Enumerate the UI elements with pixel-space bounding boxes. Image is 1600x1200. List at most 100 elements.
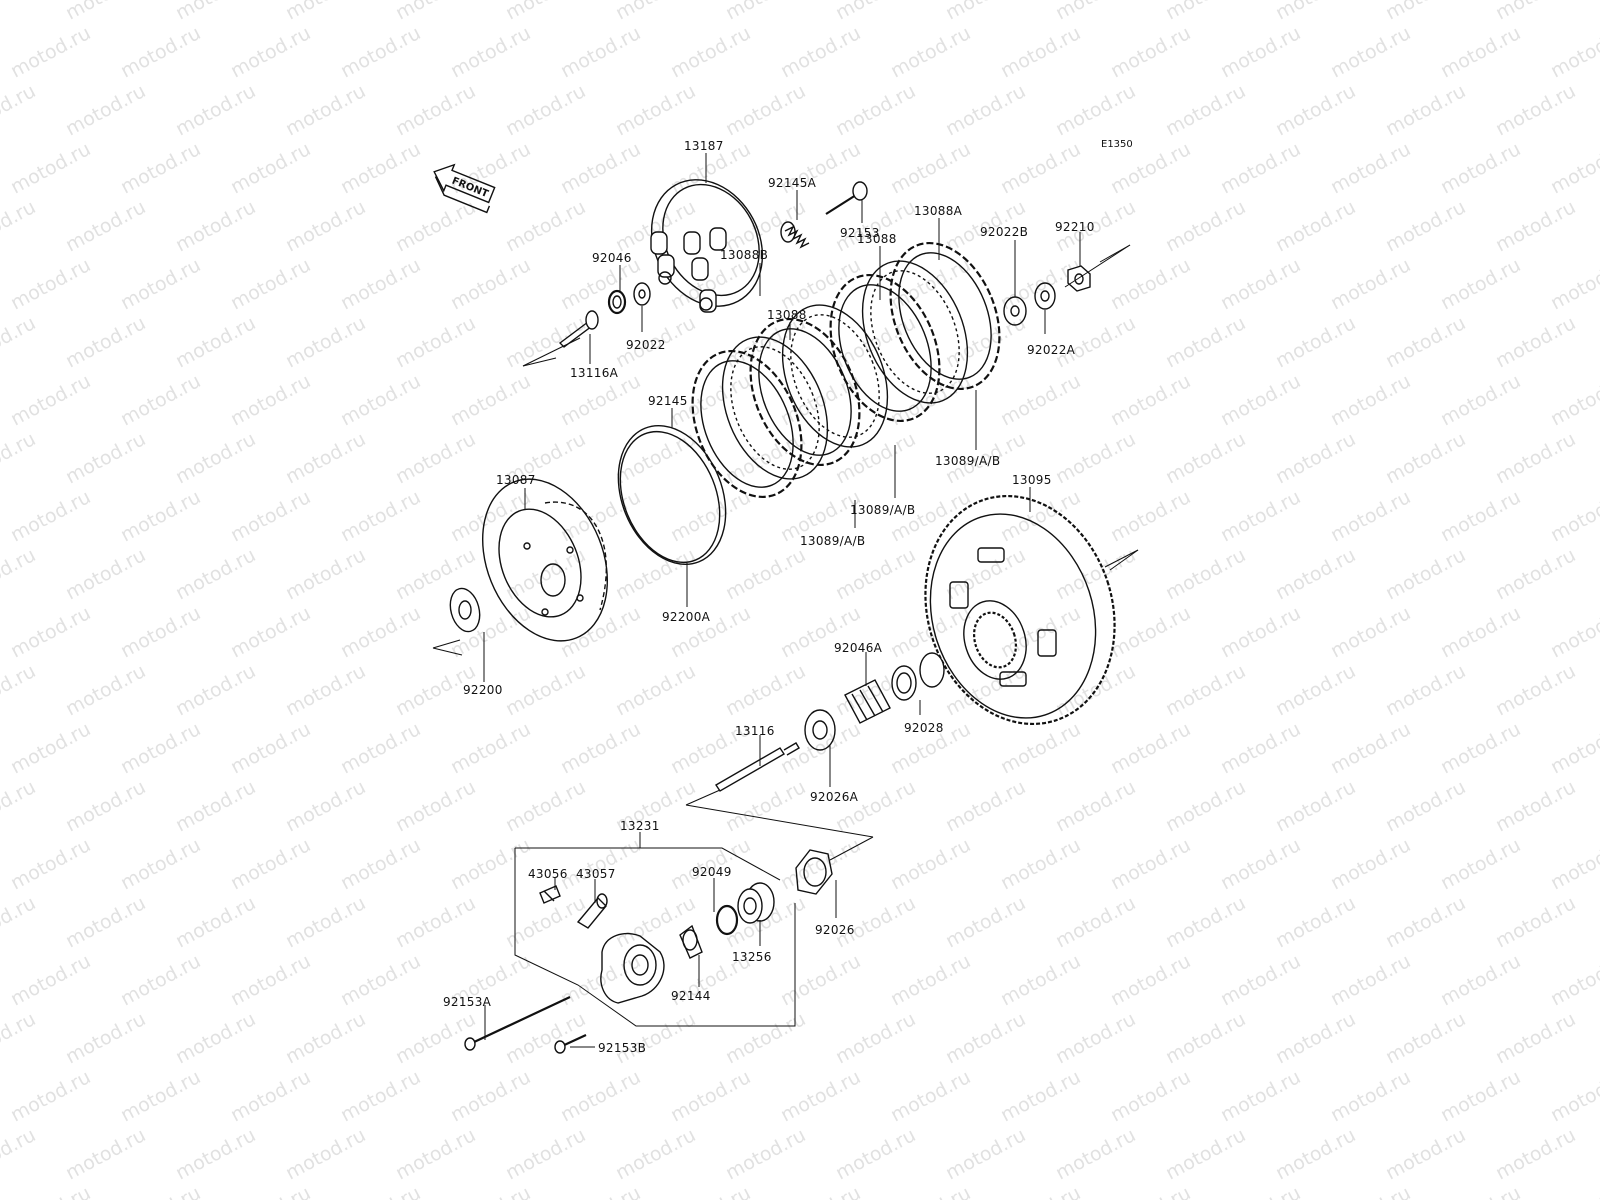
watermark-text: motod.ru: [227, 138, 314, 198]
label-13187: 13187: [684, 139, 724, 153]
watermark-text: motod.ru: [227, 254, 314, 314]
watermark-text: motod.ru: [7, 950, 94, 1010]
label-13231: 13231: [620, 819, 660, 833]
watermark-text: motod.ru: [1217, 718, 1304, 778]
watermark-text: motod.ru: [392, 892, 479, 952]
part-13116-pushrod: [715, 742, 800, 792]
watermark-text: motod.ru: [997, 834, 1084, 894]
watermark-text: motod.ru: [172, 660, 259, 720]
watermark-text: motod.ru: [1327, 486, 1414, 546]
part-13116A-pushrod: [558, 310, 599, 348]
watermark-text: motod.ru: [1272, 892, 1359, 952]
watermark-text: motod.ru: [172, 0, 259, 24]
watermark-text: motod.ru: [1162, 776, 1249, 836]
watermark-text: motod.ru: [447, 1066, 534, 1126]
watermark-text: motod.ru: [722, 776, 809, 836]
watermark-text: motod.ru: [1107, 254, 1194, 314]
watermark-text: motod.ru: [282, 196, 369, 256]
watermark-text: motod.ru: [1382, 196, 1469, 256]
watermark-text: motod.ru: [722, 0, 809, 24]
watermark-text: motod.ru: [1272, 0, 1359, 24]
watermark-text: motod.ru: [1052, 80, 1139, 140]
part-92022A-washer: [1034, 282, 1056, 310]
watermark-text: motod.ru: [117, 22, 204, 82]
label-13089-right: 13089/A/B: [935, 454, 1000, 468]
watermark-text: motod.ru: [282, 0, 369, 24]
watermark-text: motod.ru: [1547, 834, 1600, 894]
part-92026-gasket: [795, 849, 833, 895]
watermark-text: motod.ru: [1382, 428, 1469, 488]
watermark-text: motod.ru: [227, 834, 314, 894]
watermark-text: motod.ru: [172, 1124, 259, 1184]
watermark-text: motod.ru: [557, 834, 644, 894]
watermark-text: motod.ru: [447, 718, 534, 778]
watermark-text: motod.ru: [1217, 22, 1304, 82]
watermark-text: motod.ru: [1547, 602, 1600, 662]
watermark-text: motod.ru: [1327, 950, 1414, 1010]
watermark-text: motod.ru: [1052, 1124, 1139, 1184]
watermark-text: motod.ru: [447, 254, 534, 314]
watermark-text: motod.ru: [282, 544, 369, 604]
watermark-text: motod.ru: [887, 950, 974, 1010]
watermark-text: motod.ru: [1327, 834, 1414, 894]
watermark-text: motod.ru: [502, 312, 589, 372]
part-13087-clutch-hub: [481, 478, 609, 642]
watermark-text: motod.ru: [1382, 892, 1469, 952]
watermark-text: motod.ru: [117, 602, 204, 662]
watermark-text: motod.ru: [337, 1182, 424, 1200]
part-92153-bolt: [825, 181, 868, 215]
watermark-text: motod.ru: [1437, 138, 1524, 198]
label-92028: 92028: [904, 721, 944, 735]
part-92046A-needle-bearing: [844, 679, 891, 724]
watermark-text: motod.ru: [1052, 544, 1139, 604]
part-13089-steel-plate-1: [861, 260, 969, 404]
part-13187-pressure-plate: [650, 179, 764, 313]
watermark-text: motod.ru: [7, 254, 94, 314]
label-13116A: 13116A: [570, 366, 619, 380]
watermark-text: motod.ru: [337, 370, 424, 430]
watermark-text: motod.ru: [447, 370, 534, 430]
watermark-text: motod.ru: [392, 312, 479, 372]
label-43057: 43057: [576, 867, 616, 881]
watermark-text: motod.ru: [62, 1124, 149, 1184]
watermark-text: motod.ru: [0, 660, 39, 720]
watermark-text: motod.ru: [1492, 776, 1579, 836]
watermark-text: motod.ru: [612, 0, 699, 24]
watermark-text: motod.ru: [557, 138, 644, 198]
watermark-text: motod.ru: [282, 80, 369, 140]
watermark-text: motod.ru: [392, 776, 479, 836]
watermark-text: motod.ru: [7, 486, 94, 546]
watermark-text: motod.ru: [777, 718, 864, 778]
watermark-text: motod.ru: [7, 718, 94, 778]
watermark-text: motod.ru: [1217, 1182, 1304, 1200]
watermark-text: motod.ru: [1162, 80, 1249, 140]
watermark-text: motod.ru: [557, 1066, 644, 1126]
watermark-text: motod.ru: [392, 544, 479, 604]
watermark-text: motod.ru: [1437, 254, 1524, 314]
watermark-text: motod.ru: [117, 370, 204, 430]
label-92046A: 92046A: [834, 641, 883, 655]
watermark-text: motod.ru: [282, 892, 369, 952]
watermark-text: motod.ru: [1272, 80, 1359, 140]
watermark-text: motod.ru: [1107, 486, 1194, 546]
watermark-text: motod.ru: [1272, 544, 1359, 604]
watermark-text: motod.ru: [1217, 138, 1304, 198]
label-92153B: 92153B: [598, 1041, 646, 1055]
label-13088A: 13088A: [914, 204, 963, 218]
label-13088B: 13088B: [720, 248, 768, 262]
label-92210: 92210: [1055, 220, 1095, 234]
watermark-text: motod.ru: [1492, 428, 1579, 488]
watermark-text: motod.ru: [1492, 196, 1579, 256]
watermark-text: motod.ru: [557, 602, 644, 662]
watermark-text: motod.ru: [942, 892, 1029, 952]
watermark-text: motod.ru: [447, 834, 534, 894]
watermark-text: motod.ru: [1327, 602, 1414, 662]
watermark-text: motod.ru: [997, 370, 1084, 430]
watermark-text: motod.ru: [227, 370, 314, 430]
watermark-text: motod.ru: [1382, 312, 1469, 372]
part-92200A-ring: [617, 424, 727, 566]
watermark-text: motod.ru: [0, 428, 39, 488]
label-92200A: 92200A: [662, 610, 711, 624]
watermark-text: motod.ru: [0, 892, 39, 952]
